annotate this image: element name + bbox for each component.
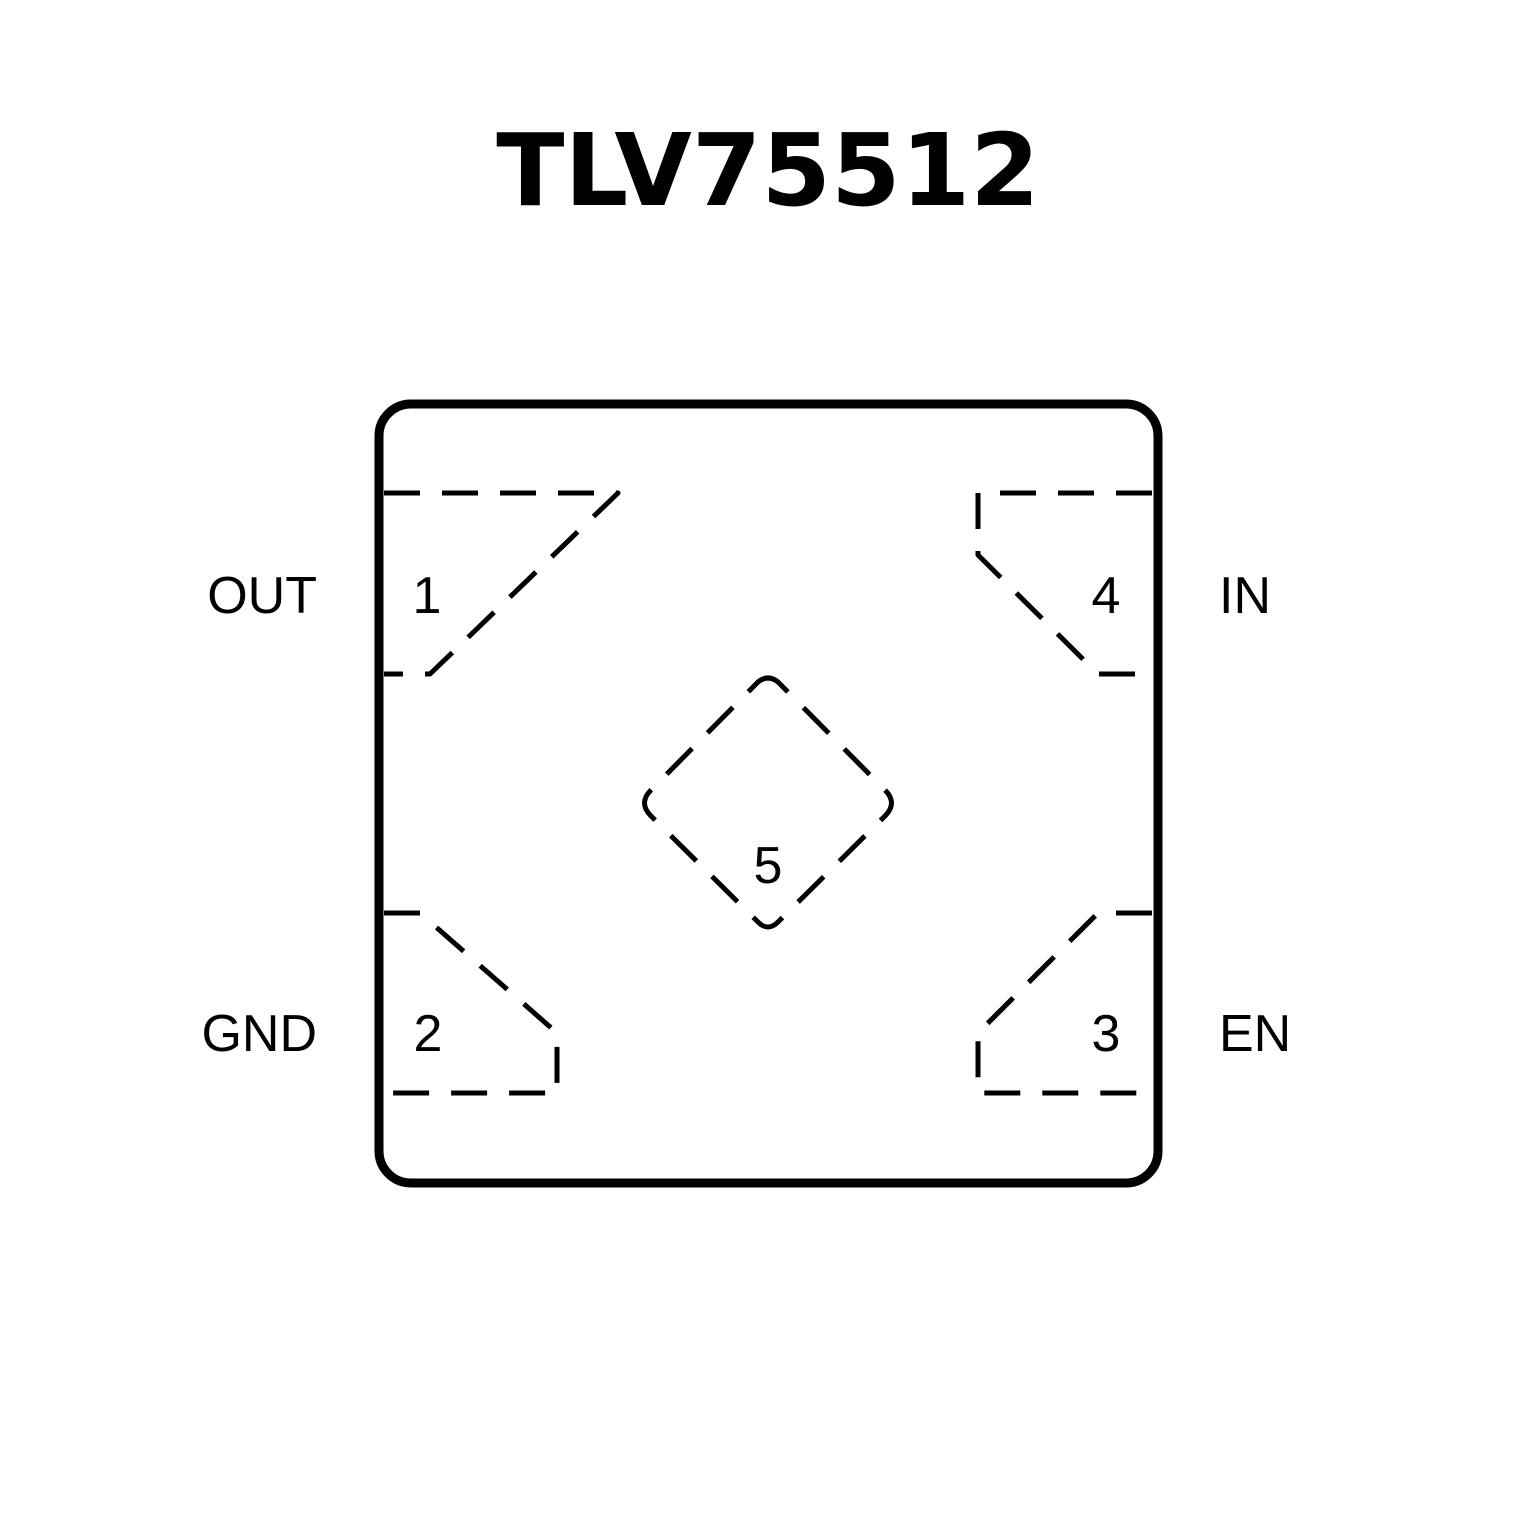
part-number-title: TLV75512 [496, 112, 1039, 229]
pin-2-pad [384, 910, 560, 1096]
pin-3-name: EN [1219, 1005, 1291, 1063]
pin-2-name: GND [201, 1005, 317, 1063]
pin-5-thermal-pad [642, 675, 894, 930]
pin-5-number: 5 [754, 837, 783, 895]
pin-3-pad [975, 910, 1152, 1096]
pin-1-pad [384, 490, 621, 677]
pin-2-number: 2 [414, 1005, 443, 1063]
pin-1-number: 1 [413, 567, 442, 625]
pin-4-name: IN [1219, 567, 1271, 625]
pin-1-name: OUT [207, 567, 317, 625]
pin-4-number: 4 [1092, 567, 1121, 625]
package-outline [374, 399, 1163, 1188]
pin-4-pad [975, 490, 1152, 677]
pin-3-number: 3 [1092, 1005, 1121, 1063]
